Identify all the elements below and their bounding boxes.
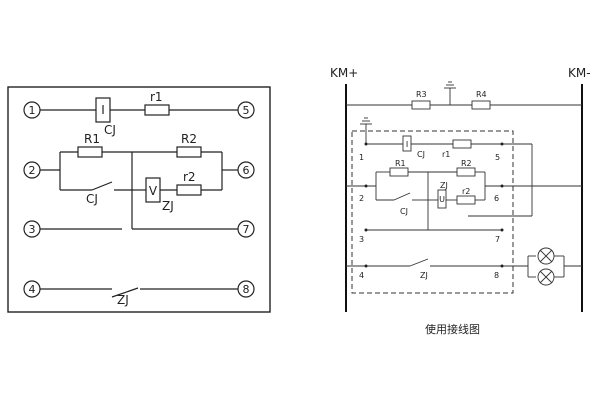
internal-diagram: 1 2 3 4 5 6 7 8 I CJ r1 R1 R2: [7, 86, 271, 313]
terminal-4: 4: [23, 280, 41, 298]
zj-contact-label: ZJ: [117, 293, 129, 307]
right-resistor-R2: [456, 167, 476, 177]
lamp-2-icon: [537, 268, 555, 286]
line-2-6-network: R1 R2 CJ V ZJ r2: [40, 132, 238, 230]
svg-text:R2: R2: [461, 159, 472, 168]
svg-text:7: 7: [495, 235, 500, 244]
svg-text:R4: R4: [476, 90, 487, 99]
svg-text:4: 4: [29, 283, 36, 296]
right-resistor-r2: [456, 195, 476, 205]
cj-coil-label: CJ: [104, 123, 116, 137]
zj-coil-label: ZJ: [162, 199, 174, 213]
row-4-8: ZJ 4 8: [346, 258, 528, 280]
r1-top-label: r1: [150, 90, 163, 104]
resistor-R3: [411, 100, 431, 110]
right-current-coil: [402, 135, 412, 152]
svg-text:R1: R1: [395, 159, 406, 168]
svg-text:4: 4: [359, 271, 364, 280]
voltage-coil-label: V: [149, 184, 158, 198]
svg-text:5: 5: [495, 153, 500, 162]
terminal-6: 6: [237, 161, 255, 179]
zj-contact: [111, 287, 139, 298]
right-resistor-r1: [452, 139, 472, 149]
cj-contact: [91, 181, 113, 191]
svg-text:2: 2: [29, 164, 36, 177]
svg-text:3: 3: [29, 223, 36, 236]
ground-terminal-1: [360, 117, 372, 144]
resistor-R2: [176, 146, 202, 158]
svg-text:1: 1: [29, 104, 36, 117]
right-u-coil: [437, 189, 447, 209]
svg-text:7: 7: [243, 223, 250, 236]
right-cj-contact: [393, 192, 411, 201]
svg-text:3: 3: [359, 235, 364, 244]
terminal-7: 7: [237, 220, 255, 238]
right-resistor-R1: [389, 167, 409, 177]
R2-label: R2: [181, 132, 197, 146]
row-2-6: R1 R2 CJ U ZJ r2 2 6: [346, 159, 582, 230]
svg-text:ZJ: ZJ: [420, 271, 428, 280]
lamp-1-icon: [537, 247, 555, 265]
usage-caption: 使用接线图: [425, 322, 480, 336]
svg-text:CJ: CJ: [400, 207, 408, 216]
svg-text:1: 1: [359, 153, 364, 162]
bus-positive-label: KM+: [330, 66, 358, 80]
resistor-r2: [176, 184, 202, 196]
svg-text:CJ: CJ: [417, 150, 425, 159]
resistor-r1-top: [144, 104, 170, 116]
divider-r3-r4: R3 R4: [346, 81, 582, 110]
line-1-5: I CJ r1: [40, 90, 238, 137]
line-4-8: ZJ: [40, 287, 238, 307]
resistor-R1: [77, 146, 103, 158]
svg-text:r1: r1: [442, 150, 450, 159]
svg-text:8: 8: [243, 283, 250, 296]
row-1-5: I CJ r1 1 5: [359, 135, 533, 217]
r2-label: r2: [183, 170, 196, 184]
svg-text:R3: R3: [416, 90, 427, 99]
svg-text:r2: r2: [462, 187, 470, 196]
right-zj-contact: [409, 258, 429, 267]
terminal-8: 8: [237, 280, 255, 298]
svg-text:ZJ: ZJ: [440, 181, 448, 190]
svg-text:U: U: [439, 195, 445, 204]
terminal-2: 2: [23, 161, 41, 179]
terminal-1: 1: [23, 101, 41, 119]
svg-text:I: I: [406, 140, 408, 149]
row-3-7: 3 7: [359, 228, 504, 244]
svg-text:6: 6: [494, 194, 499, 203]
signal-lamps: [527, 247, 582, 286]
current-coil-box: [95, 97, 111, 123]
svg-text:6: 6: [243, 164, 250, 177]
wiring-usage-diagram: KM+ KM- R3 R4: [330, 66, 591, 336]
current-coil-label: I: [101, 103, 105, 117]
terminal-5: 5: [237, 101, 255, 119]
svg-text:2: 2: [359, 194, 364, 203]
R1-label: R1: [84, 132, 100, 146]
resistor-R4: [471, 100, 491, 110]
bus-negative-label: KM-: [568, 66, 591, 80]
terminal-3: 3: [23, 220, 41, 238]
svg-text:5: 5: [243, 104, 250, 117]
relay-housing: [7, 86, 271, 313]
cj-contact-label: CJ: [86, 192, 98, 206]
svg-text:8: 8: [494, 271, 499, 280]
relay-boundary: [351, 130, 514, 294]
